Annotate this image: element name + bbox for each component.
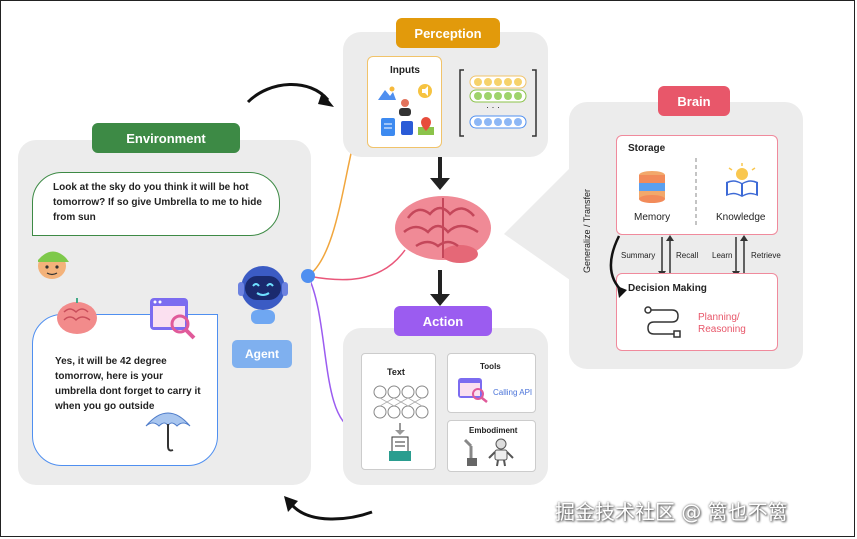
- action-title: Action: [394, 306, 492, 336]
- document-icon: [381, 118, 395, 136]
- umbrella-icon: [145, 412, 191, 452]
- text-document-icon: [389, 436, 411, 461]
- watermark: 掘金技术社区 @ 篱也不篱: [555, 500, 788, 524]
- database-icon: [639, 171, 665, 203]
- location-icon: [418, 117, 434, 135]
- generalize-label: Generalize / Transfer: [582, 188, 592, 274]
- text-output-label: Text: [387, 367, 405, 377]
- robot-arm-icon: [463, 438, 477, 466]
- image-icon: [378, 86, 396, 100]
- planning-label: Planning/ Reasoning: [698, 312, 746, 335]
- learn-label: Learn: [712, 251, 733, 260]
- agent-robot-icon: [238, 266, 288, 324]
- embedding-ellipsis: · · ·: [486, 102, 500, 112]
- brain-pointer: [504, 168, 570, 280]
- brain-small-icon: [57, 298, 97, 334]
- api-browser-icon: [458, 378, 488, 403]
- browser-search-icon: [150, 298, 196, 340]
- user-message-bubble: [32, 172, 280, 236]
- flow-icon: [644, 306, 681, 338]
- brain-title: Brain: [658, 86, 730, 116]
- agent-reply-bubble: [32, 314, 218, 466]
- summary-label: Summary: [621, 251, 656, 260]
- decision-label: Decision Making: [628, 283, 707, 294]
- book-icon: [726, 163, 758, 197]
- file-icon: [401, 121, 413, 135]
- retrieve-label: Retrieve: [751, 251, 781, 260]
- recall-label: Recall: [676, 251, 699, 260]
- humanoid-robot-icon: [488, 438, 514, 467]
- agent-label[interactable]: Agent: [232, 340, 292, 368]
- storage-label: Storage: [628, 143, 666, 154]
- agent-reply-text: Yes, it will be 42 degree tomorrow, here…: [55, 356, 201, 412]
- storage-decision-arrows: [658, 235, 748, 277]
- agent-connector-dot: [301, 269, 315, 283]
- embodiment-card: [447, 420, 536, 472]
- embedding-bars-icon: [459, 69, 537, 137]
- user-avatar: [33, 244, 71, 280]
- audio-icon: [418, 84, 432, 98]
- user-avatar-icon: [38, 251, 69, 279]
- knowledge-label: Knowledge: [716, 212, 766, 223]
- perception-title: Perception: [396, 18, 500, 48]
- generalize-arrow: [609, 235, 627, 298]
- inputs-label: Inputs: [390, 65, 420, 76]
- tools-label: Tools: [480, 362, 501, 371]
- environment-title: Environment: [92, 123, 240, 153]
- divider-line: [695, 158, 697, 226]
- network-icon: [373, 385, 429, 419]
- user-message-text: Look at the sky do you think it will be …: [53, 182, 262, 223]
- calling-api-label: Calling API: [493, 388, 533, 397]
- central-brain-icon: [395, 196, 491, 263]
- memory-label: Memory: [634, 212, 671, 223]
- person-icon: [399, 99, 411, 116]
- down-arrow-icon: [395, 423, 405, 435]
- decision-card: [616, 273, 778, 351]
- embodiment-label: Embodiment: [469, 426, 518, 435]
